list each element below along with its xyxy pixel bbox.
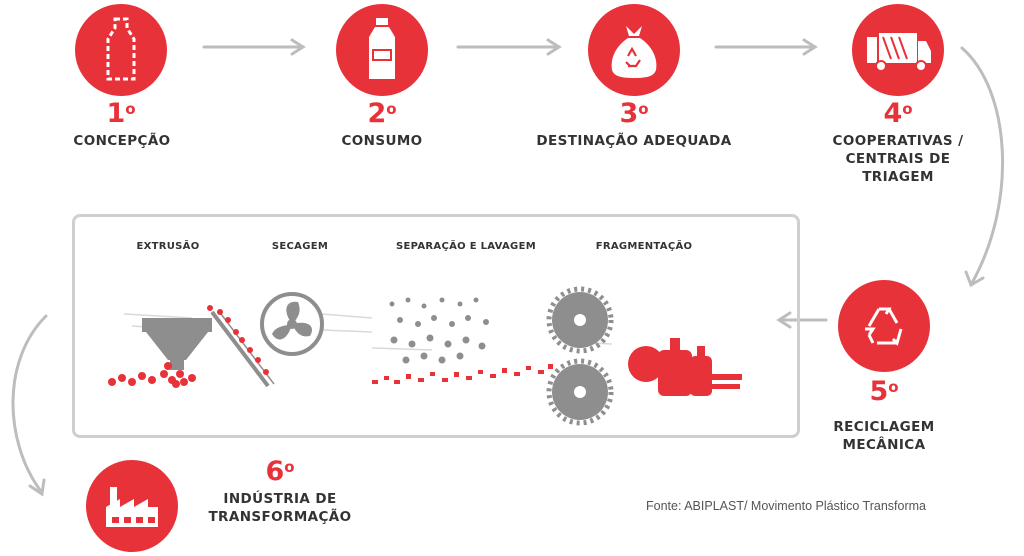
step-5-label: RECICLAGEM MECÂNICA [814, 418, 954, 454]
process-extrusion-label: EXTRUSÃO [136, 241, 200, 252]
recycle-icon [865, 307, 903, 346]
step-4-label-line2: CENTRAIS DE TRIAGEM [845, 151, 951, 185]
step-4-number: 4o [883, 98, 913, 129]
step-1-number: 1o [106, 98, 136, 129]
process-fragmentation-label: FRAGMENTAÇÃO [595, 241, 693, 252]
garbage-truck-icon [867, 33, 931, 72]
arrow-box-to-6 [11, 314, 48, 497]
process-drying-label: SECAGEM [271, 241, 329, 252]
step-4-label-line1: COOPERATIVAS / [832, 133, 964, 149]
step-4-label: COOPERATIVAS / CENTRAIS DE TRIAGEM [808, 132, 988, 186]
water-drops-icon [389, 297, 489, 364]
factory-icon [106, 487, 158, 527]
step-5-label-line1: RECICLAGEM [833, 419, 935, 435]
extrusion-hopper-icon [142, 318, 212, 370]
pellets-pile [108, 362, 196, 388]
step-2-number: 2o [367, 98, 397, 129]
step-1-label: CONCEPÇÃO [73, 133, 171, 149]
fan-icon [260, 292, 324, 356]
arrow-5-to-box [776, 311, 828, 329]
step-4-circle [852, 4, 944, 96]
step-3-circle [588, 4, 680, 96]
step-2-label: CONSUMO [341, 133, 423, 149]
step-6-circle [86, 460, 178, 552]
step-6-label-line1: INDÚSTRIA DE [223, 491, 337, 507]
step-6-number: 6o [265, 456, 295, 487]
step-2-circle [336, 4, 428, 96]
process-separation-label: SEPARAÇÃO E LAVAGEM [396, 241, 536, 252]
step-5-number: 5o [869, 376, 899, 407]
recycle-bag-icon [611, 26, 657, 78]
mechanical-recycling-box [72, 214, 800, 438]
conveyor-pellets [207, 305, 269, 375]
process-illustration [108, 286, 742, 426]
source-note: Fonte: ABIPLAST/ Movimento Plástico Tran… [646, 499, 926, 513]
bottle-icon [369, 18, 395, 79]
saw-blades-icon [546, 286, 614, 426]
bottle-outline-icon [106, 17, 136, 81]
step-1-circle [75, 4, 167, 96]
step-3-label: DESTINAÇÃO ADEQUADA [536, 133, 732, 149]
plastic-bottles-icon [628, 338, 742, 396]
step-6-label-line2: TRANSFORMAÇÃO [208, 509, 352, 525]
step-5-circle [838, 280, 930, 372]
arrow-1-to-2 [202, 38, 306, 56]
arrow-4-to-5 [960, 46, 1005, 288]
step-3-number: 3o [619, 98, 649, 129]
arrow-2-to-3 [456, 38, 562, 56]
step-6-label: INDÚSTRIA DE TRANSFORMAÇÃO [200, 490, 360, 526]
step-5-label-line2: MECÂNICA [842, 437, 926, 453]
arrow-3-to-4 [714, 38, 818, 56]
plastic-flakes [372, 364, 553, 384]
